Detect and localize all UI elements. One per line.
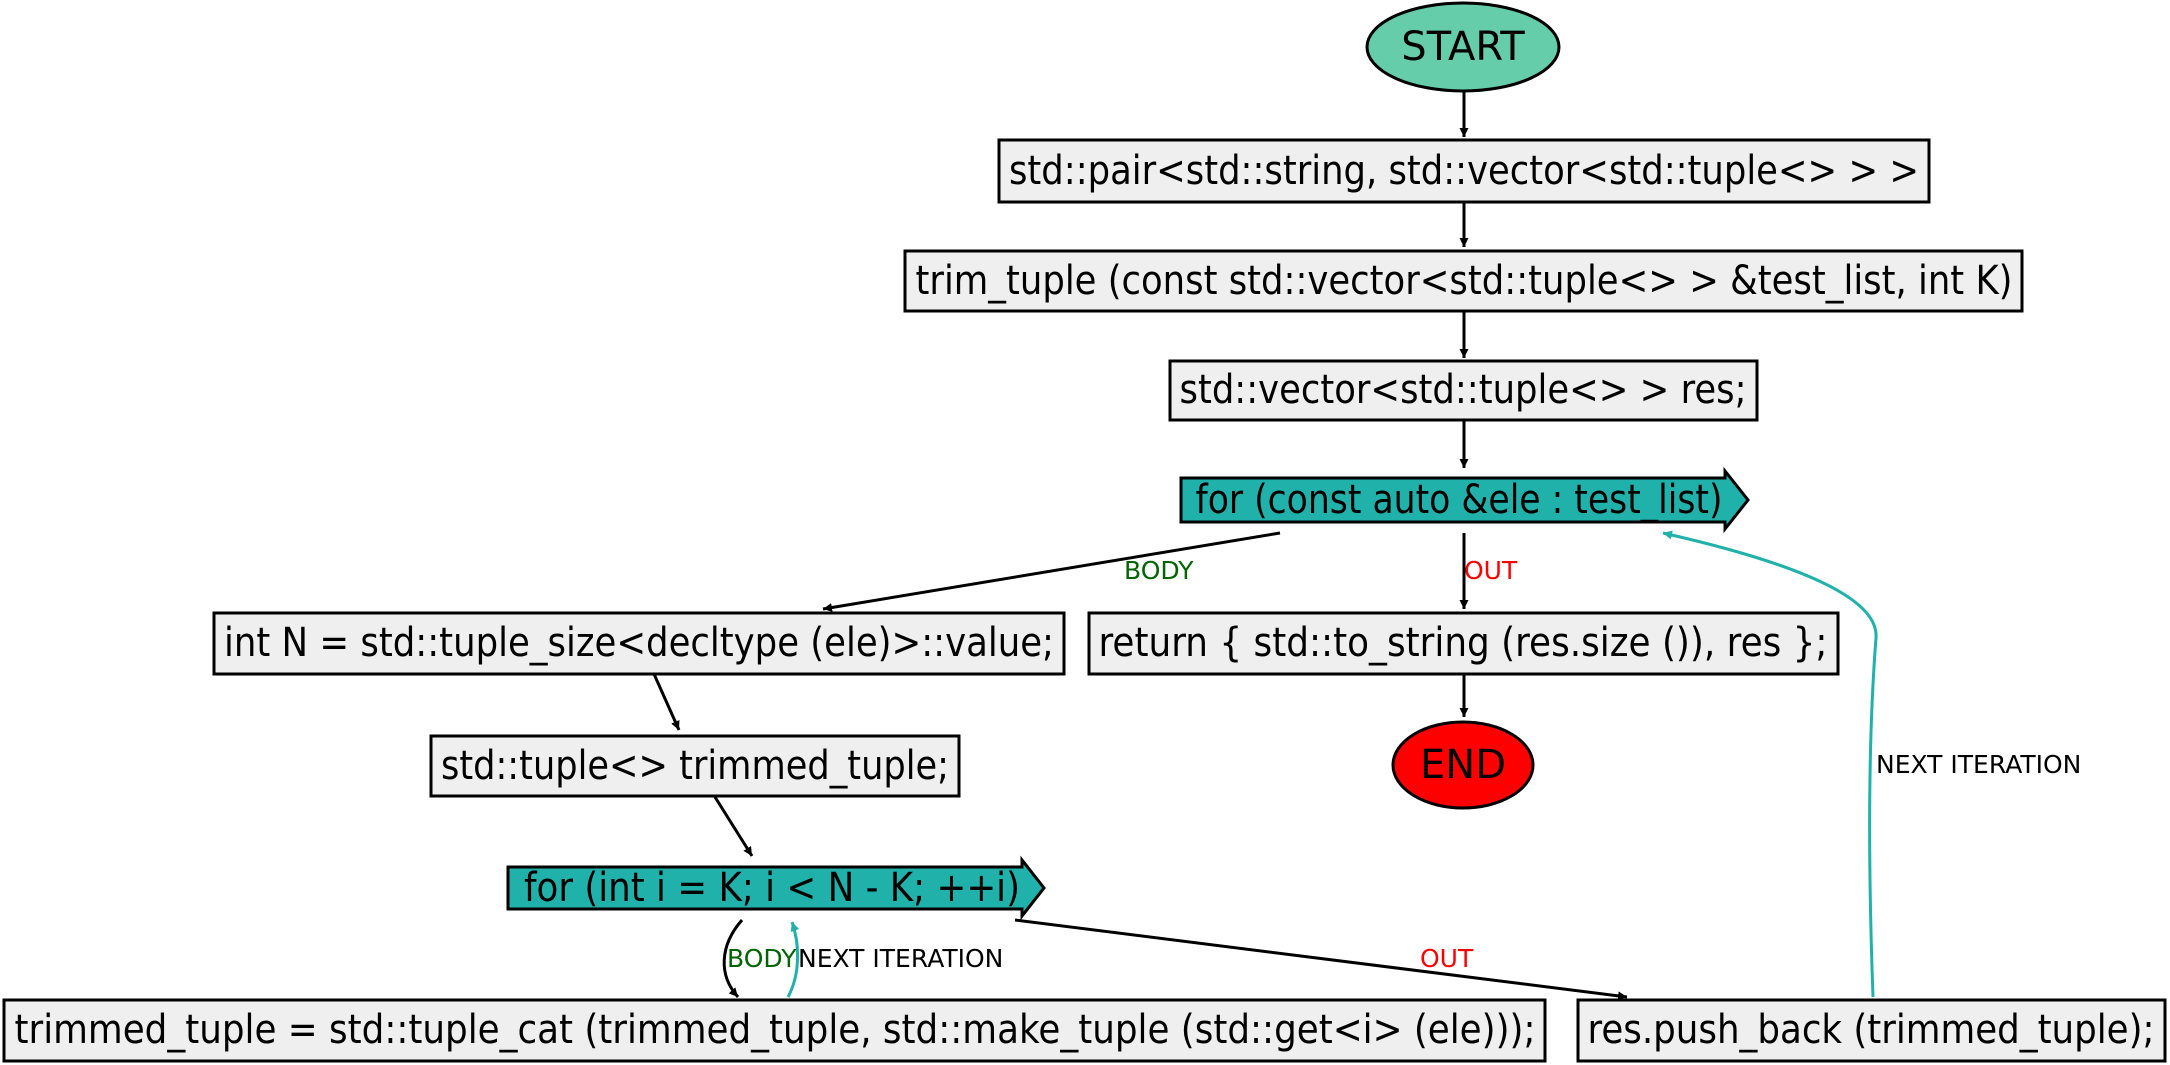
start-label: START [1401,24,1525,70]
return-type-node: std::pair<std::string, std::vector<std::… [997,138,1931,204]
outer-loop-label: for (const auto &ele : test_list) [1196,477,1723,523]
function-signature-label: trim_tuple (const std::vector<std::tuple… [916,258,2013,304]
n-declaration-label: int N = std::tuple_size<decltype (ele)>:… [224,620,1054,666]
outer-out-label: OUT [1464,556,1518,585]
inner-loop-label: for (int i = K; i < N - K; ++i) [524,865,1020,911]
res-declaration-node: std::vector<std::tuple<> > res; [1168,359,1759,422]
inner-body-label: BODY [727,944,797,973]
trimmed-tuple-declaration-label: std::tuple<> trimmed_tuple; [441,743,949,789]
inner-next-label: NEXT ITERATION [798,944,1003,973]
edge-outer-loop-next [1662,530,1878,998]
edge-trimmed-decl-to-inner-loop [713,796,754,857]
edges [652,92,1878,1001]
end-node: END [1391,720,1535,810]
return-statement-label: return { std::to_string (res.size ()), r… [1099,620,1828,666]
edge-outer-loop-body [822,531,1281,612]
outer-next-label: NEXT ITERATION [1876,750,2081,779]
function-signature-node: trim_tuple (const std::vector<std::tuple… [903,249,2024,313]
edge-n-decl-to-trimmed-decl [652,673,681,731]
push-back-node: res.push_back (trimmed_tuple); [1576,998,2167,1063]
trimmed-tuple-declaration-node: std::tuple<> trimmed_tuple; [429,734,961,798]
outer-loop-node: for (const auto &ele : test_list) [1179,466,1750,534]
outer-body-label: BODY [1124,556,1194,585]
edge-inner-loop-body [722,919,744,999]
start-node: START [1365,1,1561,93]
res-declaration-label: std::vector<std::tuple<> > res; [1180,367,1747,413]
tuple-cat-label: trimmed_tuple = std::tuple_cat (trimmed_… [15,1007,1536,1053]
tuple-cat-node: trimmed_tuple = std::tuple_cat (trimmed_… [2,998,1547,1063]
inner-loop-node: for (int i = K; i < N - K; ++i) [506,855,1046,921]
push-back-label: res.push_back (trimmed_tuple); [1588,1007,2155,1053]
return-statement-node: return { std::to_string (res.size ()), r… [1087,611,1840,676]
edge-labels: BODY OUT NEXT ITERATION BODY NEXT ITERAT… [727,556,2081,973]
edge-inner-loop-out [1014,918,1628,1001]
edge-inner-loop-next [786,921,800,998]
n-declaration-node: int N = std::tuple_size<decltype (ele)>:… [212,611,1066,676]
end-label: END [1420,742,1506,788]
inner-out-label: OUT [1420,944,1474,973]
return-type-label: std::pair<std::string, std::vector<std::… [1009,148,1919,194]
